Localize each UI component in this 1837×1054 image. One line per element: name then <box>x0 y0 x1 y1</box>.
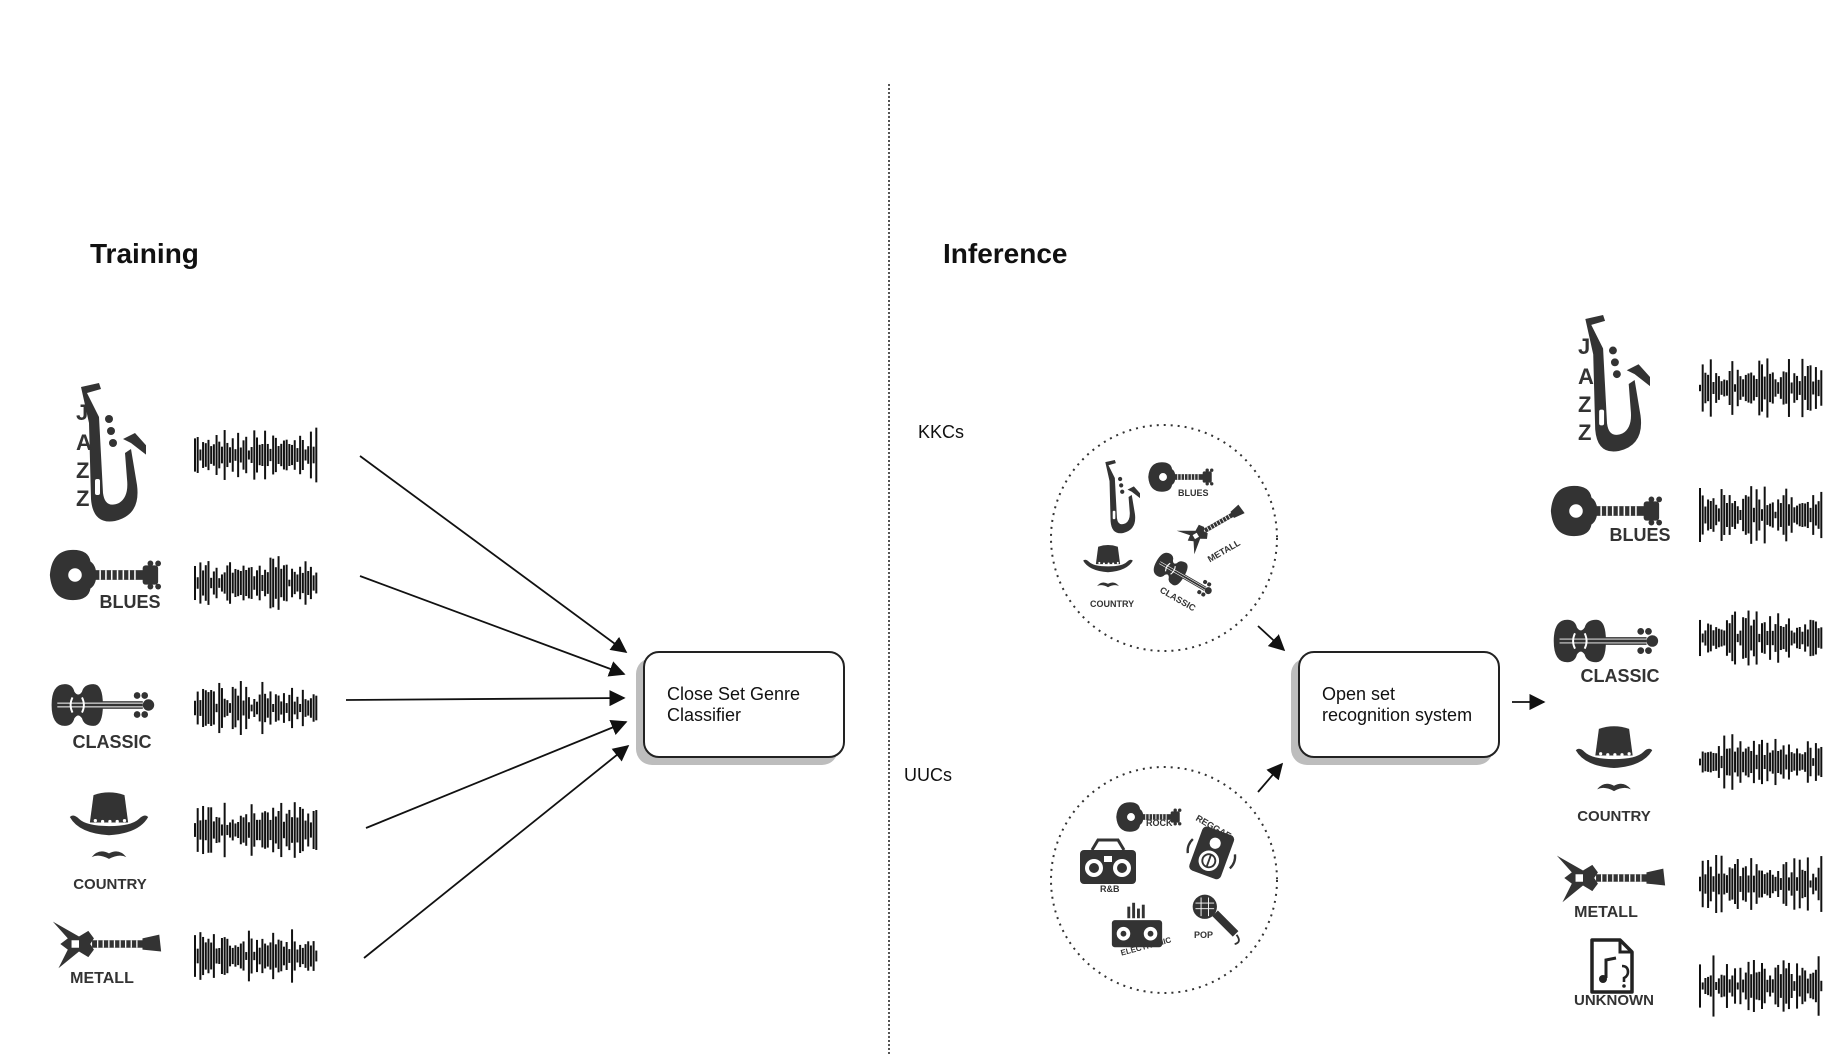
training-jazz-letter: Z <box>76 486 89 511</box>
output-jazz-letter: Z <box>1578 392 1591 417</box>
open-set-system-box: Open set recognition system <box>1298 651 1500 758</box>
training-title: Training <box>90 238 199 269</box>
inference-title: Inference <box>943 238 1068 269</box>
training-waveform <box>194 681 318 735</box>
kkc-country-icon <box>1083 545 1133 588</box>
output-genre-label-unknown: UNKNOWN <box>1574 992 1654 1009</box>
uucs-label: UUCs <box>904 765 952 785</box>
uuc-label-pop: POP <box>1194 930 1214 940</box>
training-genre-label-blues: BLUES <box>99 592 161 612</box>
kkc-label-country: COUNTRY <box>1090 599 1135 609</box>
open-set-system-label: Open set recognition system <box>1322 683 1473 725</box>
kkc-set-circle <box>1050 424 1278 652</box>
training-jazz-letter: Z <box>76 458 89 483</box>
close-set-classifier-box: Close Set Genre Classifier <box>643 651 845 758</box>
training-country-hat-icon <box>69 792 149 859</box>
output-jazz-letter: Z <box>1578 420 1591 445</box>
training-genre-label-metall: METALL <box>70 970 134 987</box>
output-classic-violin-icon <box>1552 618 1660 664</box>
training-waveform <box>194 556 318 610</box>
arrow-uuc-to-system <box>1257 762 1284 793</box>
arrow-kkc-to-system <box>1257 625 1286 652</box>
output-waveform <box>1699 610 1823 666</box>
kkc-jazz-icon <box>1105 460 1140 534</box>
output-genre-label-classic: CLASSIC <box>1580 666 1660 686</box>
arrow-jazz-to-classifier <box>359 455 628 653</box>
training-classic-violin-icon <box>50 683 156 727</box>
training-metall-guitar-icon <box>52 920 162 969</box>
output-waveforms <box>1699 358 1823 1017</box>
output-waveform <box>1699 955 1823 1017</box>
output-waveform <box>1699 854 1823 914</box>
training-waveforms <box>194 427 318 983</box>
arrow-metall-to-classifier <box>363 744 630 959</box>
kkc-label-blues: BLUES <box>1178 488 1209 498</box>
training-waveform <box>194 802 318 858</box>
output-genre-label-country: COUNTRY <box>1577 808 1651 825</box>
output-unknown-file-icon <box>1590 938 1634 994</box>
arrow-classic-to-classifier <box>345 690 626 707</box>
kkcs-label: KKCs <box>918 422 965 442</box>
uuc-rnb-radio-icon <box>1078 838 1138 886</box>
section-divider <box>888 84 890 1054</box>
output-jazz-letter: J <box>1578 334 1590 359</box>
output-metall-guitar-icon <box>1556 854 1666 903</box>
training-waveform <box>194 427 318 483</box>
training-jazz-letter: J <box>76 400 88 425</box>
uuc-set-circle <box>1050 766 1278 994</box>
training-jazz-letter: A <box>76 430 92 455</box>
training-genre-label-classic: CLASSIC <box>72 732 152 752</box>
output-jazz-saxophone-icon <box>1585 315 1650 452</box>
output-waveform <box>1699 486 1823 544</box>
output-country-hat-icon <box>1575 726 1653 792</box>
training-genre-label-country: COUNTRY <box>73 876 147 893</box>
arrow-blues-to-classifier <box>359 575 626 677</box>
uuc-label-rock: ROCK <box>1146 818 1173 828</box>
output-genre-label-blues: BLUES <box>1609 525 1671 545</box>
arrow-country-to-classifier <box>365 720 628 829</box>
uuc-label-rnb: R&B <box>1100 884 1120 894</box>
output-waveform <box>1699 358 1823 418</box>
training-waveform <box>194 929 318 983</box>
output-jazz-letter: A <box>1578 364 1594 389</box>
output-waveform <box>1699 734 1823 790</box>
output-genre-label-metall: METALL <box>1574 904 1638 921</box>
close-set-classifier-label: Close Set Genre Classifier <box>667 683 801 725</box>
